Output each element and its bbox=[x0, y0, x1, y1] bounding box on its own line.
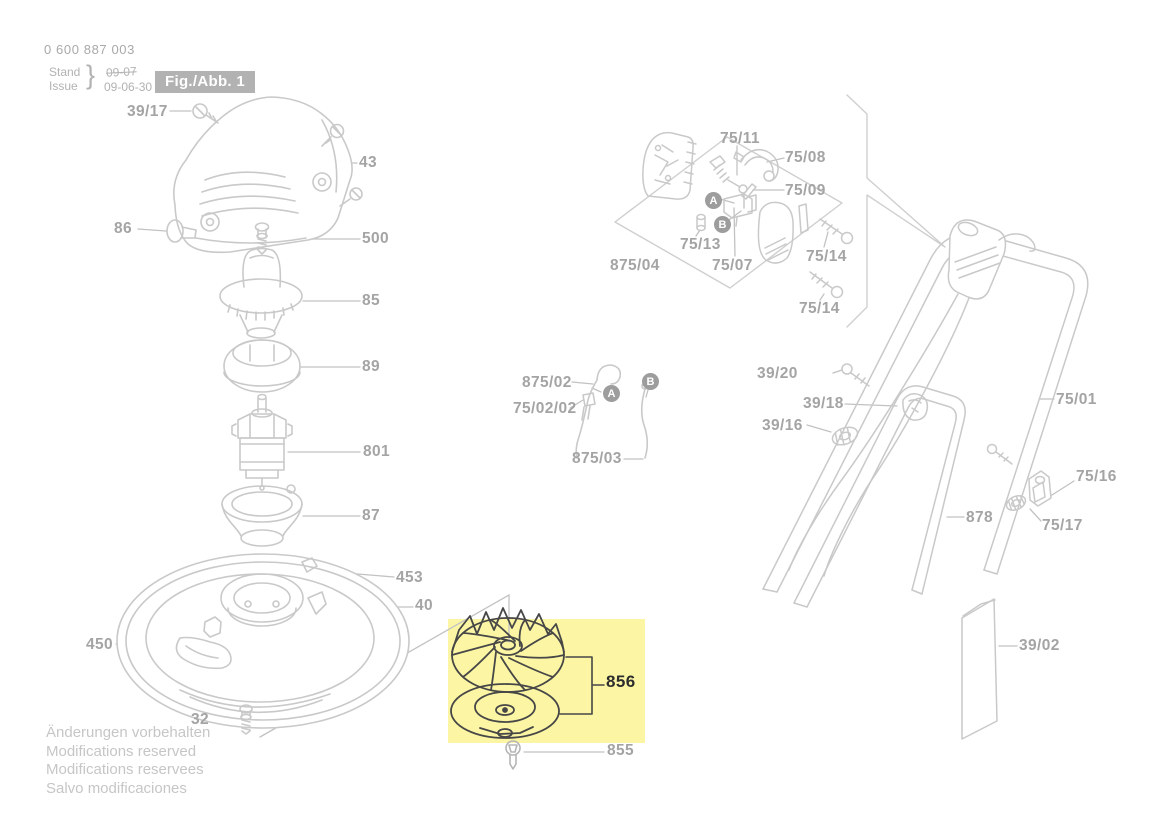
nut-75-17 bbox=[1005, 494, 1027, 512]
callout-875-03: 875/03 bbox=[572, 450, 622, 467]
deck-tab bbox=[301, 557, 318, 573]
callout-39-20: 39/20 bbox=[757, 365, 798, 382]
screw-39-20 bbox=[841, 363, 870, 387]
callout-75-14-lower: 75/14 bbox=[799, 300, 840, 317]
switch-housing-left bbox=[642, 131, 697, 200]
screw-75-14-upper bbox=[819, 218, 854, 245]
switch-75-07 bbox=[723, 193, 757, 227]
callout-85: 85 bbox=[362, 292, 381, 309]
marker-a-cable: A bbox=[603, 385, 620, 402]
plunger-75-13 bbox=[696, 213, 706, 232]
revision-issue-label: Issue bbox=[49, 79, 78, 93]
bearing-flange-87 bbox=[221, 484, 303, 547]
callout-855: 855 bbox=[607, 742, 635, 759]
revision-old-date: 09-07 bbox=[105, 64, 138, 80]
panel-39-02 bbox=[961, 598, 998, 740]
deck-center-hub bbox=[220, 573, 304, 627]
switch-housing-right bbox=[757, 201, 809, 264]
fan-group-856 bbox=[450, 607, 605, 770]
screw-500 bbox=[254, 222, 270, 255]
notice-es: Salvo modificaciones bbox=[46, 779, 187, 797]
marker-b-switch: B bbox=[714, 216, 731, 233]
callout-856-highlighted: 856 bbox=[606, 672, 636, 691]
callout-75-14-upper: 75/14 bbox=[806, 248, 847, 265]
callout-878: 878 bbox=[966, 509, 994, 526]
callout-801: 801 bbox=[363, 443, 391, 460]
callout-40: 40 bbox=[415, 597, 434, 614]
notice-de: Änderungen vorbehalten bbox=[46, 724, 211, 741]
cap-86 bbox=[166, 219, 197, 243]
bracket-856 bbox=[559, 656, 605, 715]
cable-clip-75-16 bbox=[1028, 470, 1052, 507]
document-part-number: 0 600 887 003 bbox=[44, 42, 135, 57]
screw-32 bbox=[239, 704, 253, 735]
revision-brace: } bbox=[86, 60, 96, 90]
motor-cover bbox=[173, 96, 353, 254]
ring-89 bbox=[223, 339, 301, 393]
callout-75-16: 75/16 bbox=[1076, 468, 1117, 485]
cables bbox=[575, 364, 649, 459]
switch-assembly-875-04 bbox=[614, 94, 946, 328]
deck-insert-450 bbox=[175, 616, 232, 670]
motor-stack bbox=[219, 247, 303, 547]
wing-nut-39-16 bbox=[831, 426, 859, 446]
cable-875-02 bbox=[575, 364, 622, 459]
screw-855 bbox=[505, 740, 521, 770]
cam-lever-39-18 bbox=[902, 393, 929, 421]
bolt-75-16 bbox=[986, 443, 1013, 465]
fan-baseplate bbox=[450, 683, 560, 739]
assembly-pointer-bracket bbox=[846, 94, 946, 328]
notice-fr: Modifications reservees bbox=[46, 761, 204, 778]
screw-39-17 bbox=[192, 103, 219, 124]
motor-801 bbox=[231, 393, 293, 491]
assembly-boundary bbox=[614, 136, 843, 289]
callout-39-02: 39/02 bbox=[1019, 637, 1060, 654]
notice-en: Modifications reserved bbox=[46, 742, 197, 760]
callout-75-17: 75/17 bbox=[1042, 517, 1083, 534]
callout-39-16: 39/16 bbox=[762, 417, 803, 434]
callout-86: 86 bbox=[114, 220, 133, 237]
revision-new-date: 09-06-30 bbox=[104, 80, 153, 94]
deck-assembly bbox=[116, 553, 410, 735]
callout-75-01: 75/01 bbox=[1056, 391, 1097, 408]
deck-40 bbox=[116, 553, 410, 729]
callout-89: 89 bbox=[362, 358, 381, 375]
callout-75-02-02: 75/02/02 bbox=[513, 400, 577, 417]
callout-453: 453 bbox=[396, 569, 424, 586]
lever-75-08 bbox=[733, 148, 779, 182]
callout-43: 43 bbox=[359, 154, 378, 171]
callout-75-13: 75/13 bbox=[680, 236, 721, 253]
callout-32: 32 bbox=[191, 711, 210, 728]
power-cables bbox=[788, 233, 1036, 577]
callout-450: 450 bbox=[86, 636, 114, 653]
screw-75-14-lower bbox=[809, 271, 844, 299]
handle-assembly bbox=[762, 219, 1089, 740]
lower-handle-878 bbox=[793, 385, 966, 608]
handle-switch-pod bbox=[947, 219, 1007, 300]
modification-notice: Änderungen vorbehalten Modifications res… bbox=[46, 724, 210, 798]
deck-fin bbox=[307, 591, 327, 615]
figure-badge: Fig./Abb. 1 bbox=[155, 71, 255, 93]
callout-500: 500 bbox=[362, 230, 390, 247]
marker-b-cable: B bbox=[642, 373, 659, 390]
fan-brush-plate-85 bbox=[219, 247, 303, 339]
screw-right bbox=[339, 187, 363, 207]
callout-87: 87 bbox=[362, 507, 381, 524]
callout-75-07: 75/07 bbox=[712, 257, 753, 274]
revision-stand-label: Stand bbox=[49, 65, 81, 79]
callout-875-04: 875/04 bbox=[610, 257, 660, 274]
callout-75-11: 75/11 bbox=[720, 130, 760, 147]
callout-75-09: 75/09 bbox=[785, 182, 826, 199]
callout-39-18: 39/18 bbox=[803, 395, 844, 412]
callout-875-02: 875/02 bbox=[522, 374, 572, 391]
callout-39-17: 39/17 bbox=[127, 103, 168, 120]
motor-cover-assembly bbox=[166, 96, 363, 255]
marker-a-switch: A bbox=[705, 192, 722, 209]
callout-75-08: 75/08 bbox=[785, 149, 826, 166]
screw-spring-75-11 bbox=[709, 155, 748, 194]
screw-top-right bbox=[321, 123, 345, 147]
